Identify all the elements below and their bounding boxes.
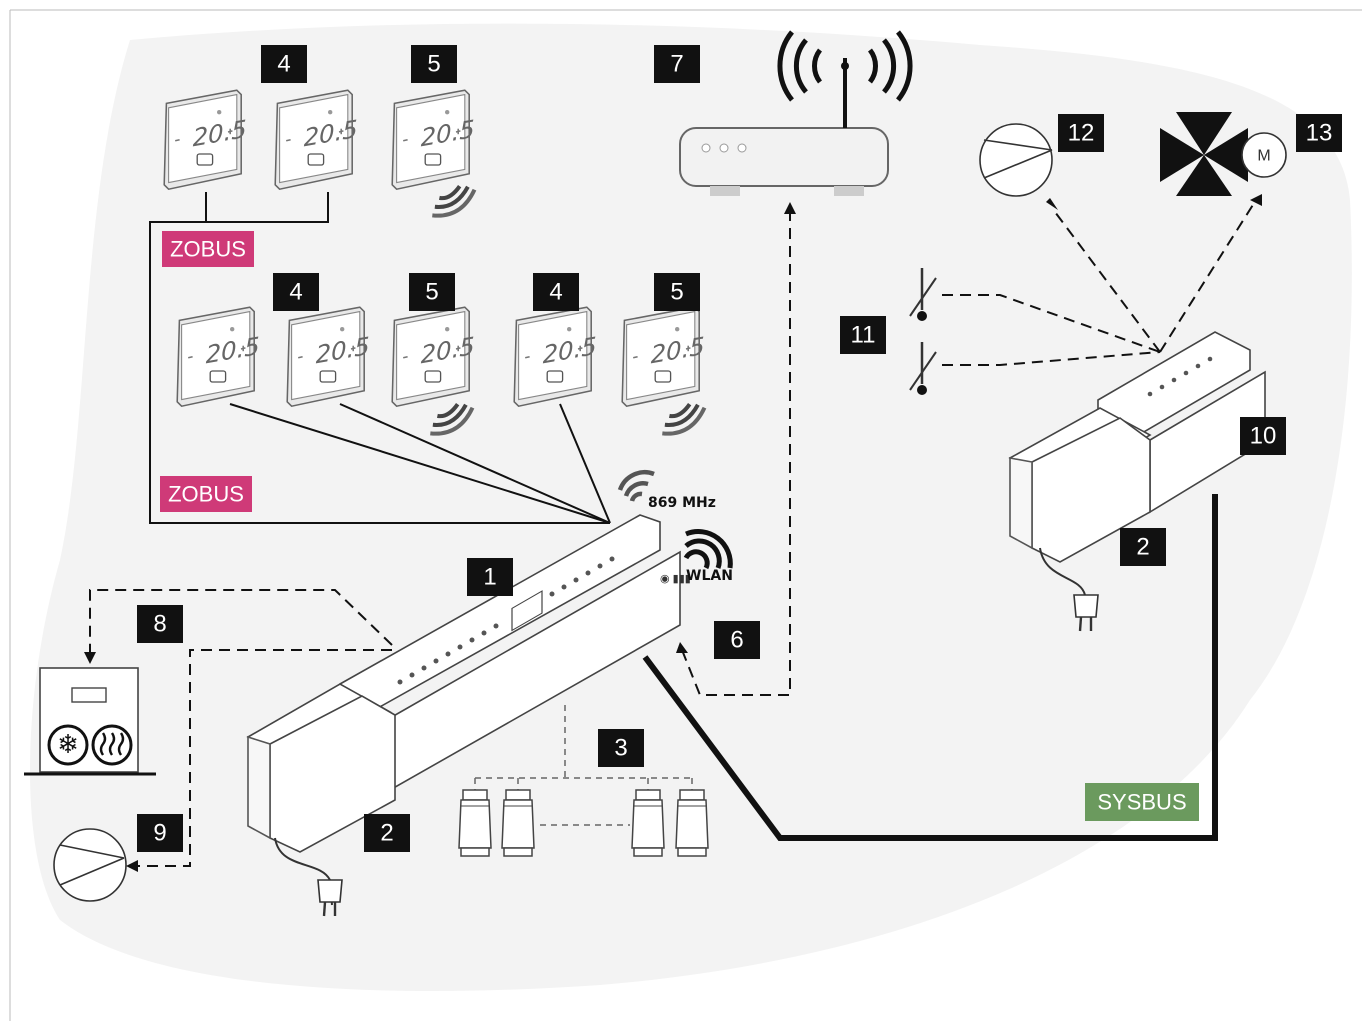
label-8: 8 — [137, 605, 183, 643]
number-label-text: 11 — [851, 322, 876, 349]
number-label-text: 3 — [614, 735, 627, 762]
zobus-wiring — [149, 192, 611, 524]
zobus-tag-top: ZOBUS — [162, 231, 254, 267]
temperature-sensor-icon — [909, 268, 937, 321]
number-label-text: 9 — [153, 820, 166, 847]
number-label-text: 5 — [670, 279, 683, 306]
wlan-label: WLAN — [686, 568, 733, 584]
thermostat-wireless-row2-1: 20.5 — [391, 306, 475, 407]
zobus-tag-bottom: ZOBUS — [160, 476, 252, 512]
svg-text:❄: ❄ — [57, 729, 79, 759]
label-1: 1 — [467, 558, 513, 596]
number-label-text: 4 — [289, 279, 302, 306]
thermostat-wireless-row2-2: 20.5 — [621, 306, 705, 407]
plug-icon — [1073, 594, 1099, 632]
number-label-text: 4 — [549, 279, 562, 306]
actuator-icon — [631, 789, 665, 857]
brand-mark: ◉ ▮▮▮ — [660, 573, 691, 585]
label-5b: 5 — [409, 273, 455, 311]
number-label-text: 10 — [1250, 423, 1277, 450]
number-label-text: 7 — [670, 51, 683, 78]
label-10: 10 — [1240, 417, 1286, 455]
label-3: 3 — [598, 729, 644, 767]
number-label-text: 5 — [425, 279, 438, 306]
label-4c: 4 — [533, 273, 579, 311]
sensor-line-2 — [942, 351, 1161, 366]
pump-control-line — [1051, 207, 1161, 353]
number-label-text: 1 — [483, 564, 496, 591]
thermostat-wireless-top: 20.5 — [391, 89, 475, 190]
heat-source-unit: ❄ — [24, 667, 156, 776]
number-label-text: 2 — [1136, 534, 1149, 561]
thermostat-wired-row2-1: 20.5 — [176, 306, 260, 407]
plug-icon — [317, 879, 343, 917]
label-4b: 4 — [273, 273, 319, 311]
label-13: 13 — [1296, 114, 1342, 152]
wlan-link — [681, 210, 791, 696]
sysbus-label: SYSBUS — [1097, 790, 1186, 815]
frequency-label: 869 MHz — [648, 495, 716, 511]
valve-control-line — [1159, 199, 1257, 353]
label-4a: 4 — [261, 45, 307, 83]
control-line-8 — [89, 589, 393, 655]
number-label-text: 5 — [427, 51, 440, 78]
wifi-signal-icon — [617, 470, 655, 502]
motor-icon: M — [1241, 132, 1287, 178]
label-5c: 5 — [654, 273, 700, 311]
router-icon — [679, 30, 913, 196]
heat-waves-icon — [91, 724, 133, 766]
label-6: 6 — [714, 621, 760, 659]
label-2b: 2 — [1120, 528, 1166, 566]
pump-icon — [53, 828, 127, 902]
control-line-9 — [136, 649, 392, 867]
mixing-valve-icon — [1160, 112, 1248, 196]
number-label-text: 8 — [153, 611, 166, 638]
label-11: 11 — [840, 316, 886, 354]
thermostat-wired-top-1: 20.5 — [163, 89, 247, 190]
thermostat-wired-row2-3: 20.5 — [513, 306, 597, 407]
motor-label: M — [1257, 148, 1270, 165]
number-label-text: 13 — [1306, 120, 1333, 147]
label-2a: 2 — [364, 814, 410, 852]
temperature-sensor-icon — [909, 342, 937, 395]
actuator-icon — [501, 789, 535, 857]
label-9: 9 — [137, 814, 183, 852]
label-12: 12 — [1058, 114, 1104, 152]
label-7: 7 — [654, 45, 700, 83]
zobus-label-bottom: ZOBUS — [168, 482, 244, 507]
thermostat-wired-top-2: 20.5 — [274, 89, 358, 190]
snowflake-icon: ❄ — [47, 724, 89, 766]
pump-icon — [979, 123, 1053, 197]
number-label-text: 4 — [277, 51, 290, 78]
number-label-text: 6 — [730, 627, 743, 654]
thermostat-wired-row2-2: 20.5 — [286, 306, 370, 407]
number-label-text: 12 — [1068, 120, 1095, 147]
zobus-label-top: ZOBUS — [170, 237, 246, 262]
extension-module — [1008, 331, 1266, 632]
number-label-text: 2 — [380, 820, 393, 847]
sysbus-cable — [642, 494, 1218, 841]
wlan-signal-icon — [683, 529, 733, 570]
actuators-group — [458, 705, 709, 857]
base-controller-main: ◉ ▮▮▮ — [246, 514, 691, 917]
sensor-line-1 — [942, 294, 1161, 353]
sysbus-tag: SYSBUS — [1085, 783, 1199, 821]
actuator-icon — [675, 789, 709, 857]
actuator-icon — [458, 789, 492, 857]
label-5a: 5 — [411, 45, 457, 83]
